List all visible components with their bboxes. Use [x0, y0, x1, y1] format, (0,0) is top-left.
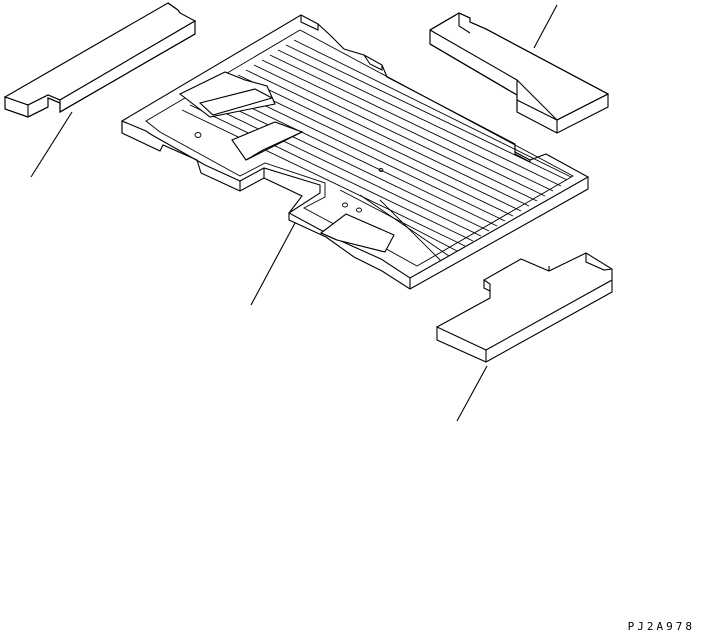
drawing-reference-code: PJ2A978: [627, 620, 695, 633]
left-side-pad: [3, 2, 197, 178]
mat-hole: [194, 132, 202, 138]
right-lower-pad: [435, 252, 613, 422]
leader-line-right-lower-pad: [456, 365, 488, 422]
mat-hole: [342, 202, 348, 208]
mat-grooves: [181, 39, 572, 262]
leader-line-floor-mat: [250, 222, 296, 306]
mat-hole: [356, 207, 362, 213]
mat-hole: [378, 168, 384, 172]
floor-mat: [120, 14, 590, 306]
leader-line-right-upper-pad: [533, 4, 558, 49]
mat-flaps: [178, 71, 395, 253]
right-upper-pad: [429, 4, 610, 134]
leader-line-left-pad: [30, 111, 73, 178]
